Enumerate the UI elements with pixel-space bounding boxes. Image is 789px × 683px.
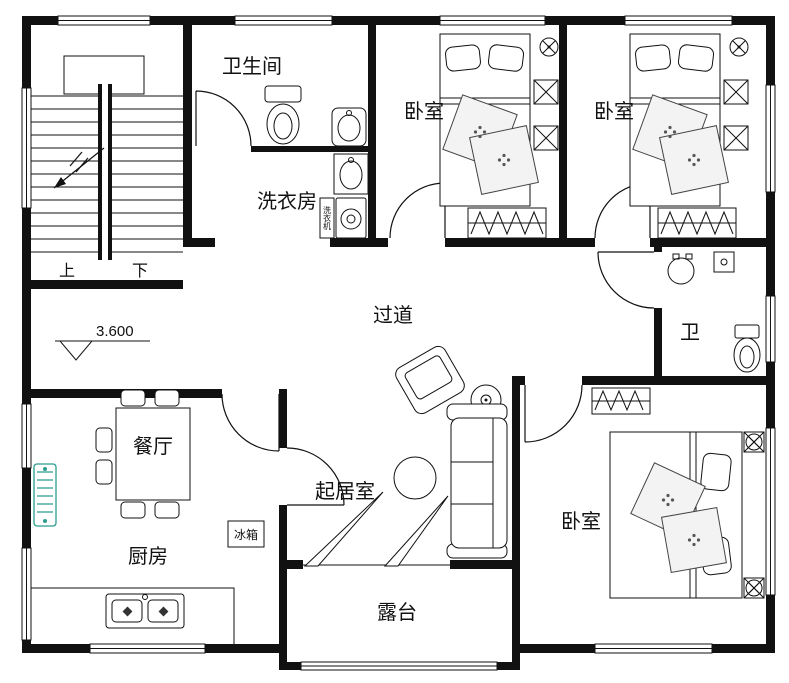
windows bbox=[21, 15, 776, 671]
armchair-icon bbox=[395, 345, 465, 415]
doors bbox=[195, 90, 655, 567]
bed-bottom bbox=[609, 431, 743, 599]
bed-top-right bbox=[629, 33, 729, 207]
room-labels: 卫生间 洗衣房 卧室 卧室 过道 卫 餐厅 厨房 起居室 卧室 露台 bbox=[128, 55, 700, 624]
washer-label: 洗衣机 bbox=[323, 205, 332, 231]
nightstands-top-left bbox=[533, 37, 559, 151]
laundry-sink-icon bbox=[333, 153, 369, 195]
toilet-fixture-small bbox=[733, 324, 761, 373]
room-label-terrace: 露台 bbox=[377, 601, 417, 624]
bed-top-left bbox=[439, 33, 539, 207]
floor-drain-icon bbox=[713, 251, 735, 273]
fridge-label: 冰箱 bbox=[234, 527, 258, 542]
wardrobe-top-right bbox=[657, 207, 737, 239]
room-label-toilet: 卫 bbox=[680, 322, 700, 344]
dining-set bbox=[95, 389, 191, 519]
room-label-bedroom-bottom: 卧室 bbox=[561, 510, 601, 533]
nightstands-top-right bbox=[723, 37, 749, 151]
room-label-bedroom-top-left: 卧室 bbox=[404, 100, 444, 123]
elevation-marker: 3.600 bbox=[55, 323, 150, 361]
stairs-down-label: 下 bbox=[132, 263, 148, 280]
wardrobe-bottom bbox=[591, 387, 651, 415]
basin-fixture-bathroom bbox=[331, 107, 367, 147]
room-label-bedroom-top-right: 卧室 bbox=[594, 100, 634, 123]
elevation-value: 3.600 bbox=[96, 323, 134, 340]
basin-fixture-toilet bbox=[667, 253, 695, 285]
toilet-fixture-bathroom bbox=[264, 85, 302, 145]
room-label-living: 起居室 bbox=[315, 480, 375, 503]
stairs: 上 下 bbox=[31, 55, 183, 280]
fridge-icon: 冰箱 bbox=[227, 520, 265, 548]
washing-machine-icon: 洗衣机 bbox=[319, 197, 367, 239]
wardrobe-top-left bbox=[467, 207, 547, 239]
room-label-bathroom: 卫生间 bbox=[222, 55, 282, 78]
nightstands-bottom bbox=[743, 431, 765, 599]
coffee-table-icon bbox=[393, 456, 437, 500]
sliding-door-icon bbox=[303, 491, 450, 567]
room-label-laundry: 洗衣房 bbox=[257, 190, 317, 213]
room-label-hallway: 过道 bbox=[373, 304, 413, 327]
kitchen-counter bbox=[31, 587, 235, 644]
stairs-up-label: 上 bbox=[59, 262, 75, 280]
room-label-dining: 餐厅 bbox=[133, 435, 173, 458]
radiator-icon bbox=[33, 463, 57, 527]
sofa-icon bbox=[446, 403, 508, 559]
room-label-kitchen: 厨房 bbox=[128, 545, 168, 568]
